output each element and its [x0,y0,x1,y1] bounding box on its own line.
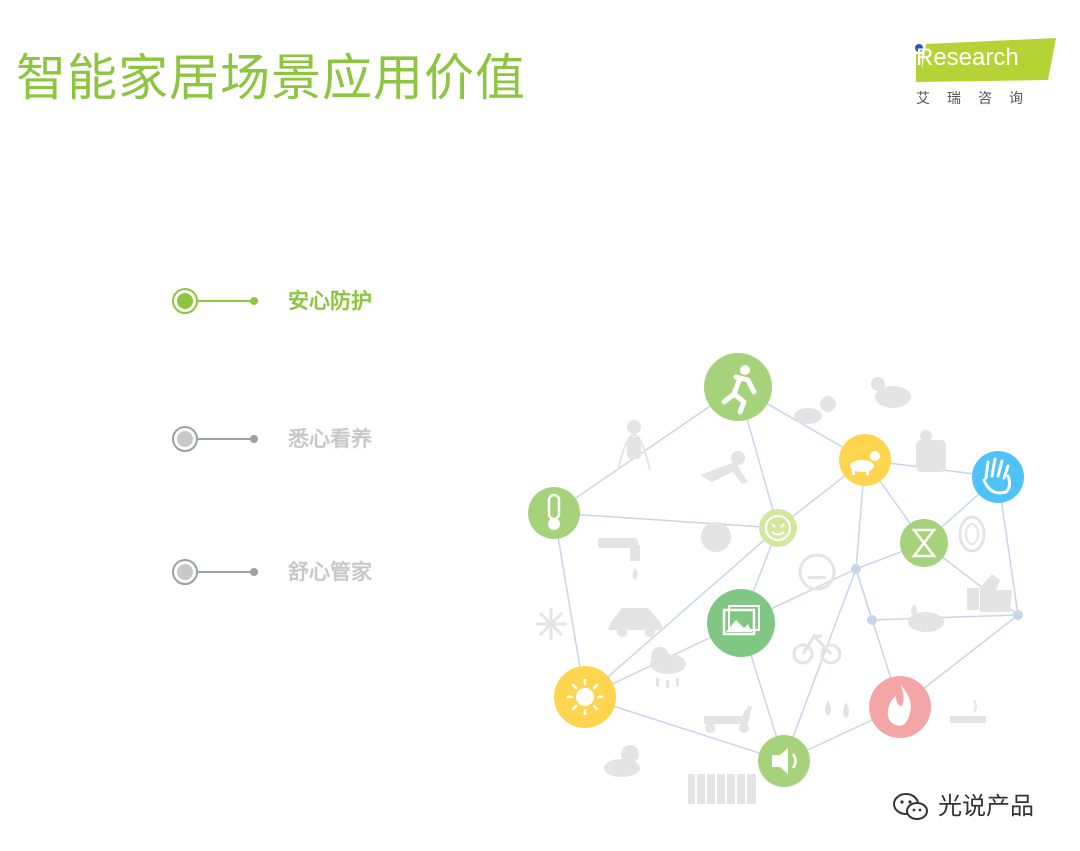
network-junctions [851,564,1023,625]
connector-line [198,571,252,573]
radio-ring [172,288,198,314]
hourglass-icon [900,519,948,567]
network-edges [553,386,1019,762]
menu-item-label: 舒心管家 [288,560,372,584]
menu-item-label: 安心防护 [288,289,372,313]
speaker-icon [758,735,810,787]
watermark: 光说产品 [892,786,1034,822]
thermometer-icon [528,487,580,539]
bicycle-icon [792,633,842,665]
touch-icon [916,430,946,472]
fingerprint-icon [958,515,986,553]
jump-rope-icon [617,420,651,471]
scooter-icon [704,706,752,733]
smoking-icon [950,699,986,723]
wechat-icon [893,793,928,820]
baby-crawl-icon [794,396,836,424]
connector-line [198,300,252,302]
connector-line [198,438,252,440]
radio-dot [177,564,193,580]
scenario-network [528,353,1024,804]
radio-ring [172,559,198,585]
radio-dot [177,431,193,447]
radio-dot [177,293,193,309]
sun-icon [554,666,616,728]
piano-icon [688,774,756,804]
watermark-text: 光说产品 [938,792,1034,820]
dog-icon [839,434,891,486]
hand-wave-icon [972,451,1024,503]
radio-ring [172,426,198,452]
menu-item-label: 悉心看养 [288,427,372,451]
snowflake-icon [536,608,566,640]
crawling-person-icon [700,451,748,484]
water-drops-icon [825,700,849,718]
page-title: 智能家居场景应用价值 [16,49,526,107]
iresearch-logo [915,38,1056,82]
car-icon [608,608,664,637]
logo-subtitle: 艾瑞咨询 [916,91,1040,107]
running-icon [704,353,772,421]
menu-item-safety[interactable]: 安心防护 [172,288,432,318]
connector-end [250,297,258,305]
connector-end [250,435,258,443]
menu-item-housekeeping[interactable]: 舒心管家 [172,559,432,589]
faucet-icon [598,538,640,580]
smiley-icon [759,509,797,547]
thumbs-up-icon [967,574,1012,612]
logo-wordmark: Research [916,44,1019,71]
plant-hand-icon [908,604,944,632]
menu-item-care[interactable]: 悉心看养 [172,426,432,456]
connector-end [250,568,258,576]
fire-icon [869,676,931,738]
rain-cloud-icon [650,647,686,688]
neutral-face-icon [798,553,836,591]
sun-cloud-icon [604,745,640,777]
picture-icon [707,589,775,657]
sad-face-icon [701,522,731,552]
cat-icon [871,377,911,408]
